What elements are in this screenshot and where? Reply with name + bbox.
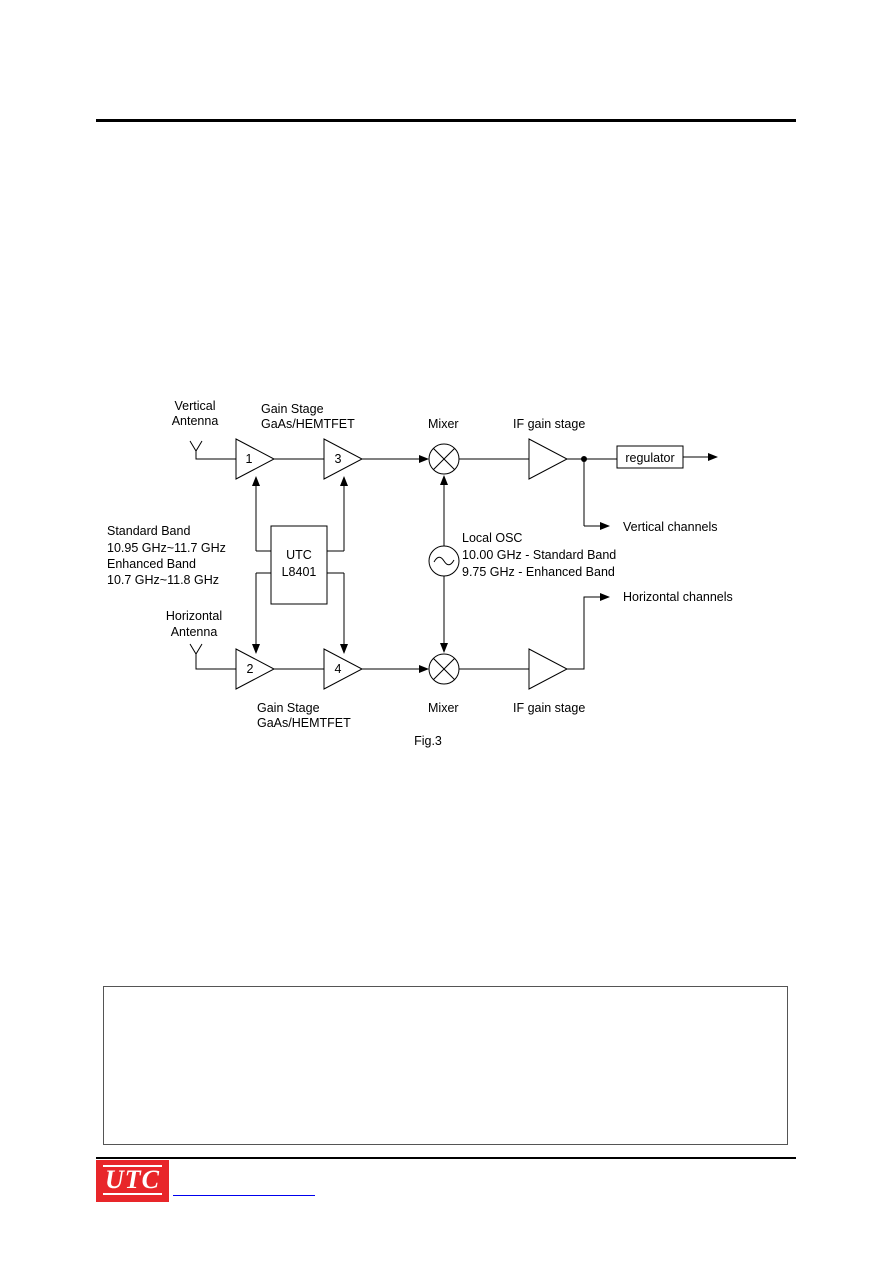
mixer-top-label: Mixer: [428, 417, 459, 431]
header-rule: [96, 119, 796, 122]
amplifier-label: 2: [247, 662, 254, 676]
band-info-line: Standard Band: [107, 524, 190, 538]
utc-logo: UTC: [96, 1160, 169, 1202]
horizontal-antenna-label: Antenna: [171, 625, 218, 639]
gain-stage-bottom-label: GaAs/HEMTFET: [257, 716, 351, 730]
amplifier-3: [323, 438, 364, 480]
gain-stage-top-label: Gain Stage: [261, 402, 324, 416]
amplifier-4: [323, 648, 364, 690]
if-gain-amplifier-top: [528, 438, 569, 480]
mixer-top-icon: [428, 443, 460, 475]
local-oscillator-icon: [428, 545, 460, 577]
band-info-line: 10.95 GHz~11.7 GHz: [107, 541, 226, 555]
figure-caption: Fig.3: [414, 734, 442, 748]
chip-box: [270, 525, 328, 605]
amplifier-label: 4: [335, 662, 342, 676]
band-info-line: Enhanced Band: [107, 557, 196, 571]
footer-rule: [96, 1157, 796, 1159]
junction-dot: [581, 456, 587, 462]
local-osc-label: Local OSC: [462, 531, 522, 545]
vertical-antenna-label: Vertical: [175, 399, 216, 413]
mixer-bottom-icon: [428, 653, 460, 685]
logo-text: UTC: [103, 1165, 162, 1195]
if-gain-top-label: IF gain stage: [513, 417, 585, 431]
band-info-line: 10.7 GHz~11.8 GHz: [107, 573, 219, 587]
vertical-antenna-icon: [189, 440, 236, 460]
notice-box: [103, 986, 788, 1145]
vertical-antenna-label: Antenna: [172, 414, 219, 428]
vertical-channels-label: Vertical channels: [623, 520, 718, 534]
gain-stage-top-label: GaAs/HEMTFET: [261, 417, 355, 431]
amplifier-1: [235, 438, 276, 480]
amplifier-label: 1: [246, 452, 253, 466]
footer-link[interactable]: [173, 1195, 315, 1196]
amplifier-2: [235, 648, 276, 690]
mixer-bottom-label: Mixer: [428, 701, 459, 715]
horizontal-channels-label: Horizontal channels: [623, 590, 733, 604]
local-osc-label: 9.75 GHz - Enhanced Band: [462, 565, 615, 579]
gain-stage-bottom-label: Gain Stage: [257, 701, 320, 715]
horizontal-channels-arrow: [567, 593, 610, 670]
if-gain-amplifier-bottom: [528, 648, 569, 690]
horizontal-antenna-label: Horizontal: [166, 609, 222, 623]
if-gain-bottom-label: IF gain stage: [513, 701, 585, 715]
horizontal-antenna-icon: [189, 643, 236, 670]
chip-label: L8401: [282, 565, 317, 579]
chip-label: UTC: [286, 548, 312, 562]
local-osc-label: 10.00 GHz - Standard Band: [462, 548, 616, 562]
regulator-label: regulator: [625, 451, 674, 465]
amplifier-label: 3: [335, 452, 342, 466]
